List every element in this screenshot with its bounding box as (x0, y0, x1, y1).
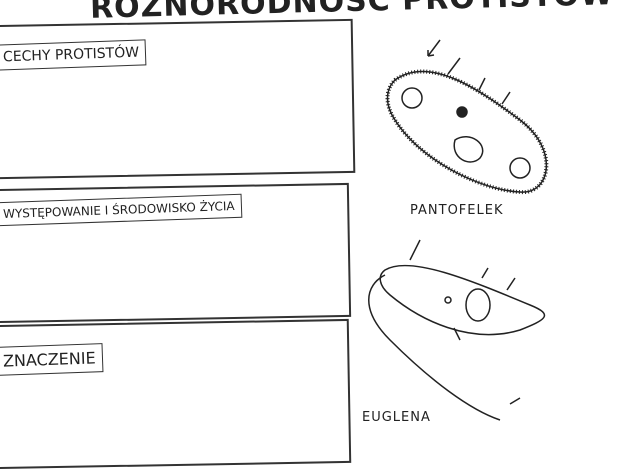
organism-drawings (368, 39, 549, 421)
caption-paramecium: PANTOFELEK (410, 203, 504, 218)
euglena-drawing (368, 239, 546, 421)
caption-euglena: EUGLENA (362, 410, 431, 425)
paramecium-drawing (385, 39, 549, 195)
